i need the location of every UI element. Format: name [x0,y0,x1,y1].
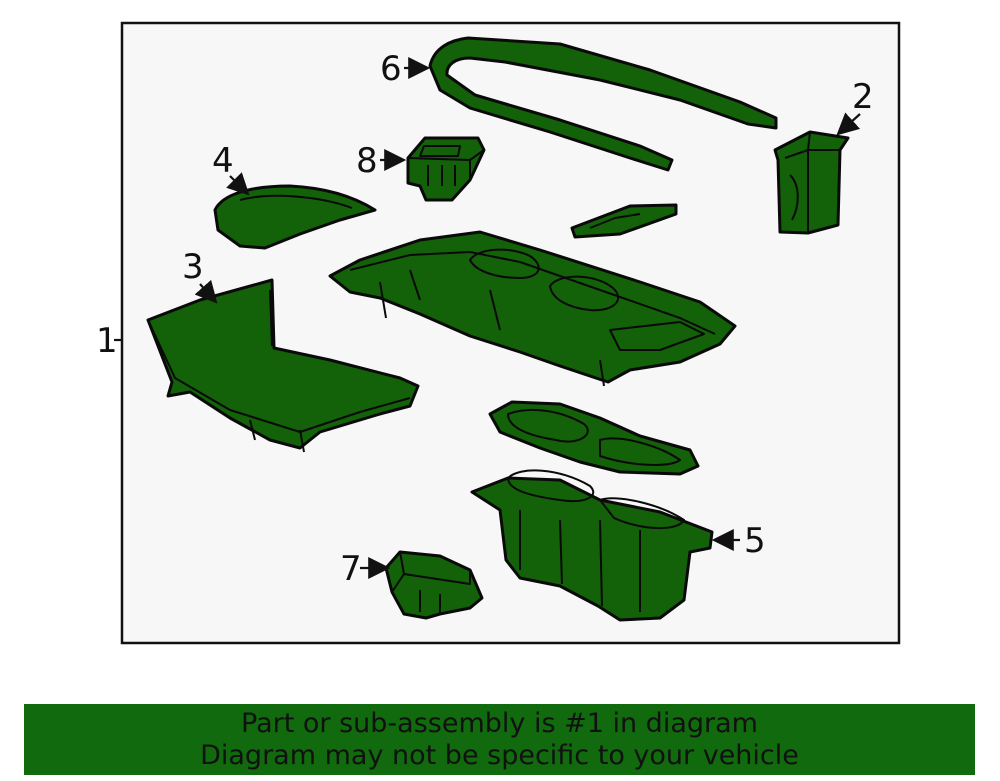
callout-label-6: 6 [380,49,402,89]
callout-label-1: 1 [96,321,118,361]
callout-label-7: 7 [340,549,362,589]
callout-3: 3 [182,247,218,304]
part-2-vent-bracket [773,130,850,235]
cupholder-liner [488,400,700,476]
callout-7: 7 [340,549,391,589]
callout-8: 8 [356,141,407,181]
callout-1: 1 [96,321,122,361]
leader-arrow-4 [226,172,250,196]
callout-2: 2 [836,77,874,136]
part-7-switch [384,550,484,620]
footer-banner: Part or sub-assembly is #1 in diagram Di… [24,704,975,775]
leader-arrow-2 [836,112,861,136]
callout-5: 5 [711,521,766,561]
parts-diagram: 1 2 3 4 5 6 7 8 [96,21,901,645]
leader-arrow-3 [194,279,218,304]
part-1-console-assembly [328,230,737,387]
callout-4: 4 [212,141,250,196]
part-5-cup-holder [470,469,714,622]
part-3-side-panel [146,278,420,453]
callout-label-8: 8 [356,141,378,181]
callout-label-4: 4 [212,141,234,181]
part-6-trim-bezel [428,36,778,172]
footer-line-2: Diagram may not be specific to your vehi… [200,739,799,771]
callout-label-5: 5 [744,521,766,561]
part-8-switch [406,136,486,202]
callout-6: 6 [380,49,431,89]
small-trim-piece [570,203,678,239]
footer-line-1: Part or sub-assembly is #1 in diagram [241,707,758,739]
callout-label-2: 2 [852,77,874,117]
callout-label-3: 3 [182,247,204,287]
